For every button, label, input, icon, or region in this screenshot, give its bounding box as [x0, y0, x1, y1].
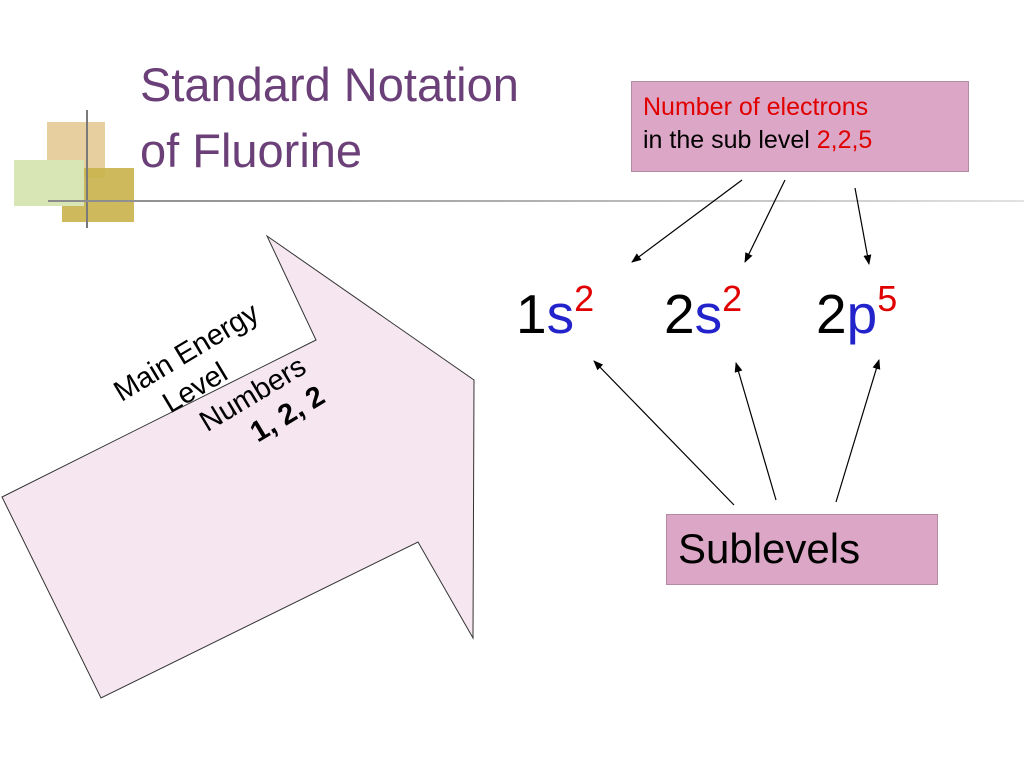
slide-title: Standard Notation of Fluorine — [140, 52, 519, 184]
arrow-electrons-to-term-2 — [744, 179, 786, 263]
term-1-sublevel: s — [546, 283, 575, 345]
term-1-level: 1 — [516, 283, 547, 345]
sublevels-label: Sublevels — [678, 525, 861, 572]
electrons-callout-line-1: Number of electrons — [643, 93, 869, 121]
term-3-level: 2 — [816, 283, 847, 345]
notation-term-3: 2p5 — [816, 279, 897, 349]
corner-decoration — [14, 110, 134, 228]
term-2-sublevel: s — [694, 283, 723, 345]
electrons-callout-prefix: in the sub level — [643, 126, 817, 154]
arrow-electrons-to-term-1 — [631, 179, 743, 263]
notation-term-2: 2s2 — [664, 279, 742, 349]
electrons-callout-values: 2,2,5 — [816, 126, 873, 154]
term-2-electrons: 2 — [722, 278, 743, 319]
electrons-callout-line-2: in the sub level 2,2,5 — [643, 124, 968, 157]
notation-term-1: 1s2 — [516, 279, 594, 349]
sublevels-callout-box: Sublevels — [666, 514, 938, 585]
arrow-sublevels-to-term-1 — [593, 360, 735, 506]
arrow-electrons-to-term-3 — [854, 187, 872, 265]
term-3-electrons: 5 — [877, 278, 898, 319]
term-3-sublevel: p — [846, 283, 878, 345]
title-line-1: Standard Notation — [140, 58, 519, 111]
term-2-level: 2 — [664, 283, 695, 345]
term-1-electrons: 2 — [574, 278, 595, 319]
title-divider — [48, 200, 1024, 202]
arrow-sublevels-to-term-2 — [734, 362, 777, 501]
title-line-2: of Fluorine — [140, 124, 363, 177]
arrow-sublevels-to-term-3 — [835, 359, 881, 503]
electrons-callout-box: Number of electrons in the sub level 2,2… — [631, 81, 969, 172]
